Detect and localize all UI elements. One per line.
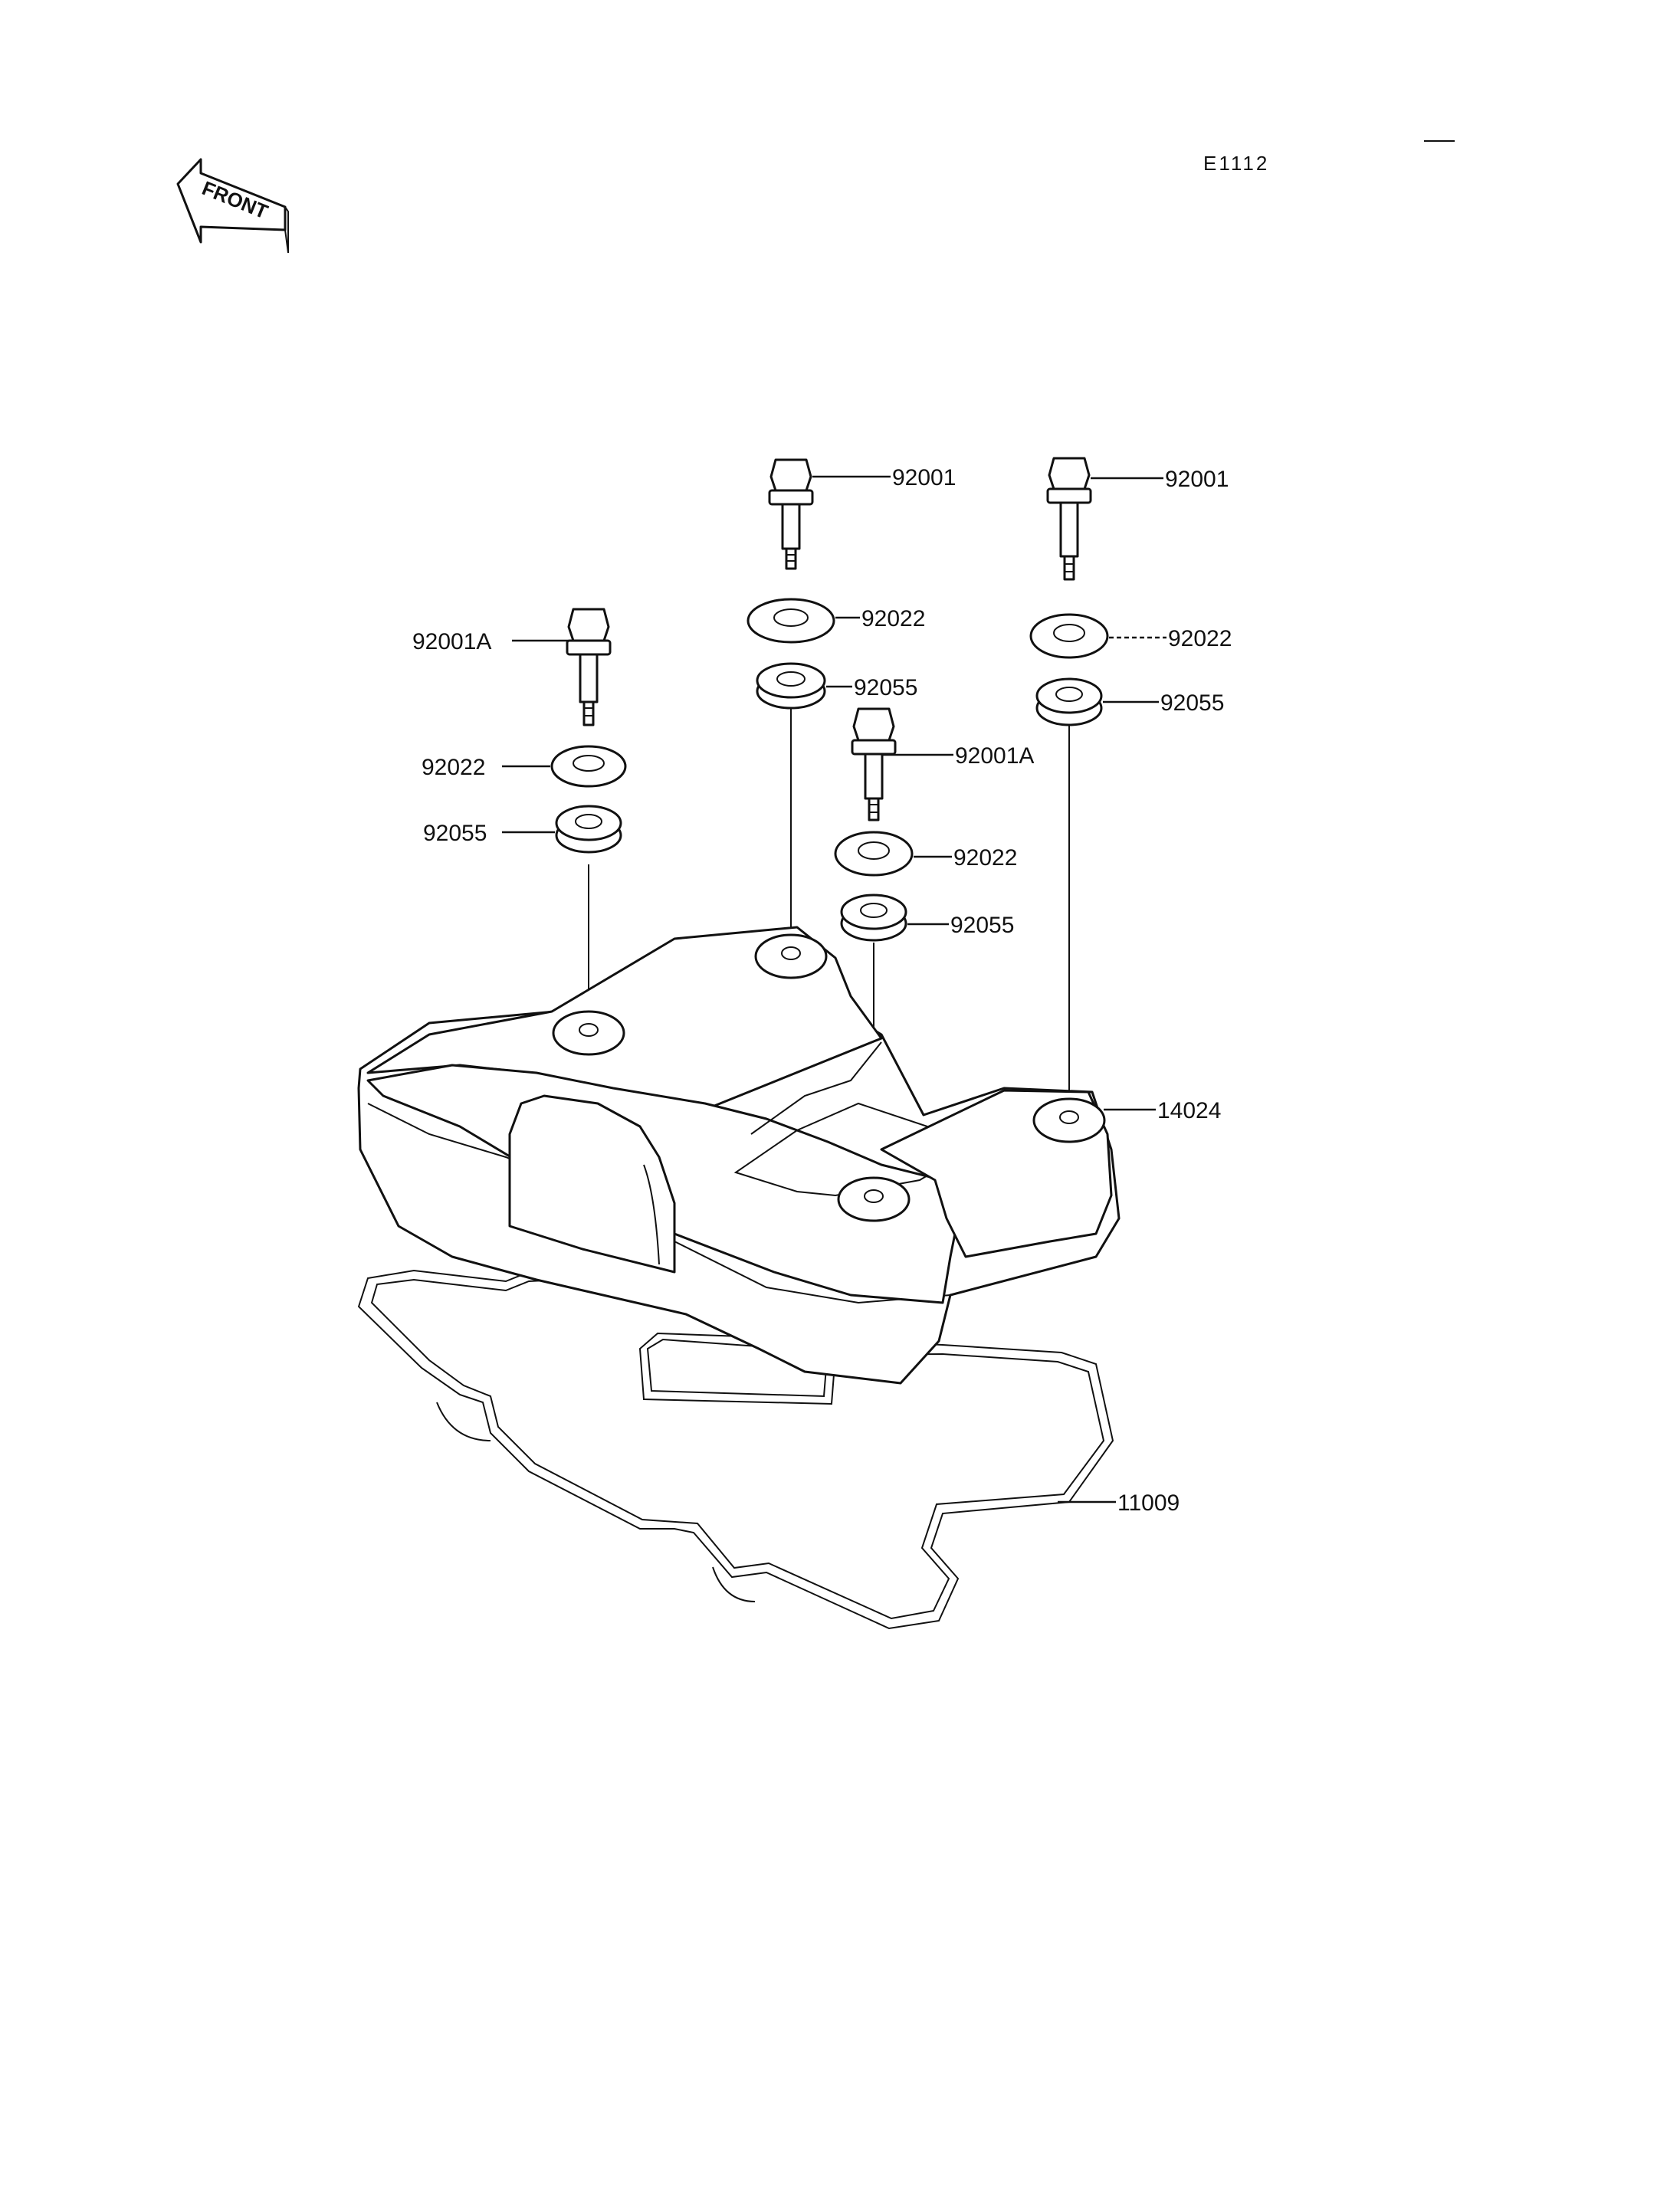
leader-lines (502, 475, 1166, 1503)
label-92055-center-mid: 92055 (950, 913, 1014, 938)
washer-right-top (1029, 613, 1109, 659)
bolt-center-top (768, 458, 814, 570)
grommet-left (555, 805, 622, 854)
front-arrow-icon: FRONT (176, 158, 289, 254)
grommet-center-top (756, 662, 826, 710)
label-92055-left: 92055 (423, 821, 487, 846)
washer-left (550, 745, 627, 788)
boss-1 (552, 1010, 625, 1056)
label-11009: 11009 (1117, 1490, 1180, 1516)
part-labels: 92001 92022 92055 92001 92022 92055 9200… (412, 465, 1232, 1516)
washer-center-top (746, 598, 835, 644)
label-92055-right: 92055 (1160, 690, 1224, 716)
boss-4 (1032, 1097, 1106, 1143)
label-92001A-left: 92001A (412, 629, 491, 654)
label-92022-right: 92022 (1168, 626, 1232, 651)
cylinder-head-cover-14024 (357, 926, 1121, 1385)
diagram-code: E1112 (1203, 152, 1269, 175)
label-92055-center-top: 92055 (854, 675, 917, 700)
grommet-center-mid (840, 894, 907, 942)
label-92001-center: 92001 (892, 465, 956, 490)
label-14024: 14024 (1157, 1098, 1221, 1123)
boss-3 (837, 1176, 911, 1222)
label-92001-right: 92001 (1165, 467, 1229, 492)
label-92022-left: 92022 (422, 755, 485, 780)
grommet-right-top (1035, 677, 1103, 726)
bolt-left (566, 608, 612, 726)
bolt-right-top (1046, 457, 1092, 581)
label-92001A-center: 92001A (955, 743, 1034, 769)
bolt-center-mid (851, 707, 897, 821)
label-92022-center-mid: 92022 (953, 845, 1017, 871)
boss-2 (754, 933, 828, 979)
label-92022-center-top: 92022 (861, 606, 925, 631)
washer-center-mid (834, 831, 914, 877)
